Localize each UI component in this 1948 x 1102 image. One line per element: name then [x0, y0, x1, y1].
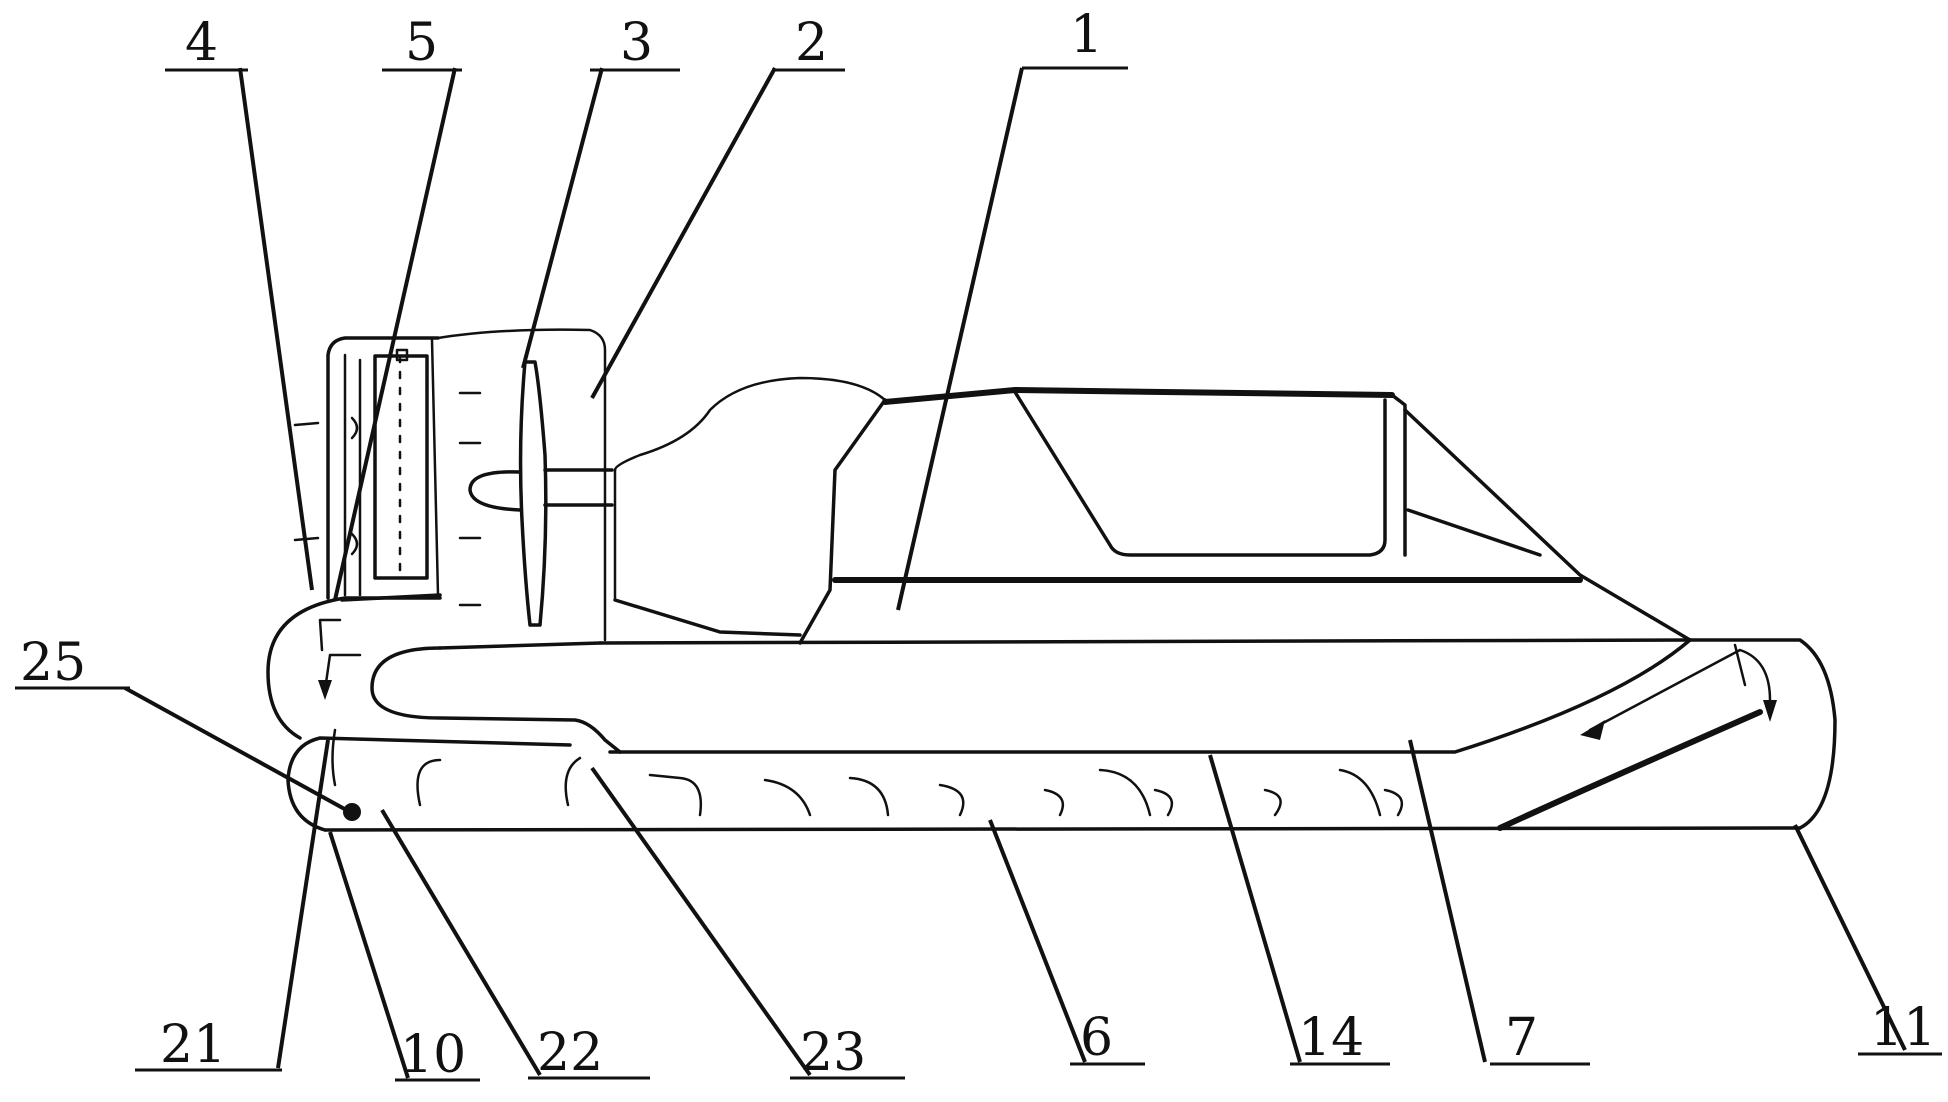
- label-10: 10: [400, 1025, 466, 1085]
- label-21: 21: [160, 1015, 226, 1075]
- label-6: 6: [1080, 1008, 1113, 1068]
- label-11: 11: [1870, 998, 1936, 1058]
- leader-lines: [124, 67, 1907, 1079]
- part-labels: 4 5 3 2 1 25 21 10 22 23 6 14 7 11: [15, 5, 1942, 1085]
- skirt-bottom-line: [323, 826, 1802, 832]
- propeller-hub: [468, 470, 522, 512]
- housing-duct: [436, 328, 607, 642]
- airflow-arrows: [318, 618, 1777, 821]
- cabin-rear-slope: [1403, 408, 1692, 642]
- label-7: 7: [1505, 1008, 1538, 1068]
- flow-marks: [293, 391, 482, 607]
- leader-22: [380, 808, 542, 1077]
- label-5: 5: [405, 13, 438, 73]
- vane-2: [350, 532, 359, 556]
- cabin-window: [1013, 390, 1387, 557]
- skirt-rear-end: [1688, 638, 1837, 830]
- frame-post-right: [430, 338, 440, 597]
- leader-25: [124, 686, 351, 814]
- leader-5: [333, 67, 457, 601]
- arrow-22: [416, 758, 442, 807]
- housing-left: [326, 336, 440, 600]
- leader-4: [238, 67, 314, 591]
- cabin-front: [798, 398, 887, 645]
- arrowhead-rear: [1763, 700, 1777, 722]
- frame-base: [340, 593, 442, 602]
- label-22: 22: [537, 1023, 603, 1083]
- arrowhead-duct: [318, 680, 332, 700]
- skirt-rear-diagonal: [1497, 709, 1763, 831]
- label-4: 4: [185, 13, 218, 73]
- engine-cap: [395, 348, 409, 362]
- valve-25: [343, 803, 361, 821]
- fan-housing: [293, 328, 614, 642]
- deck-line: [598, 638, 1692, 645]
- skirt: [286, 638, 1837, 832]
- leader-1: [896, 67, 1024, 611]
- leader-14: [1208, 754, 1302, 1063]
- arrow-duct-down: [323, 653, 362, 692]
- arrowhead-rear-diag: [1580, 720, 1605, 740]
- leader-10: [328, 831, 410, 1079]
- leader-3: [521, 67, 604, 369]
- leader-23: [590, 766, 812, 1077]
- engine-cover: [613, 376, 887, 472]
- leader-2: [590, 67, 777, 399]
- cabin: [613, 376, 1692, 645]
- vane-1: [350, 416, 359, 440]
- label-3: 3: [620, 13, 653, 73]
- air-duct-top: [438, 641, 602, 650]
- label-1: 1: [1070, 5, 1103, 65]
- cabin-rear-post: [1390, 393, 1407, 557]
- leader-21: [276, 739, 330, 1069]
- arrow-23: [564, 756, 582, 807]
- arrow-rear-loop: [1588, 648, 1772, 732]
- arrow-front-skirt: [331, 728, 337, 787]
- arrow-rear-down: [1733, 643, 1747, 687]
- label-23: 23: [800, 1023, 866, 1083]
- propeller-shaft: [543, 468, 614, 507]
- cabin-roof: [882, 387, 1395, 405]
- label-25: 25: [20, 633, 86, 693]
- cabin-rear-window: [1406, 508, 1542, 557]
- label-14: 14: [1298, 1008, 1364, 1068]
- hull: [266, 596, 1692, 754]
- cabin-front-bottom: [613, 598, 802, 637]
- leader-6: [988, 819, 1087, 1063]
- air-duct-inner: [370, 646, 622, 754]
- leader-7: [1408, 739, 1487, 1063]
- air-duct-outer: [266, 596, 347, 740]
- leader-11: [1793, 824, 1907, 1051]
- inner-chamber-top: [608, 638, 1692, 754]
- cushion-arrows: [648, 768, 1404, 817]
- skirt-front-rounded: [286, 736, 572, 832]
- label-2: 2: [795, 13, 828, 73]
- propeller: [518, 360, 548, 627]
